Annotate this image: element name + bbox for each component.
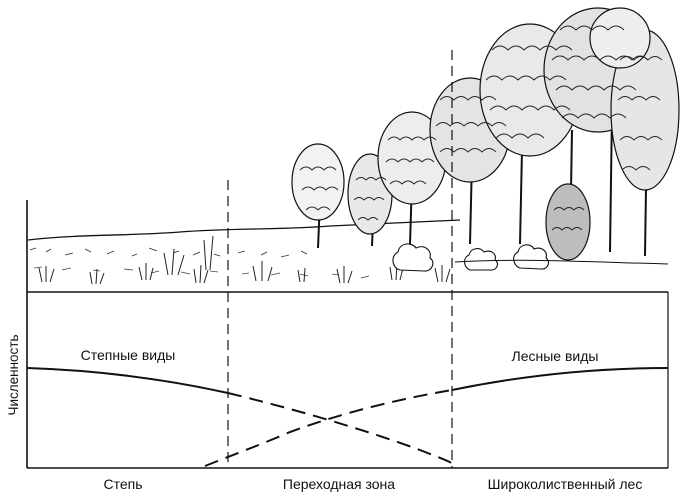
species-curves (26, 367, 669, 467)
tree-icon (291, 7, 680, 261)
grass-icon (38, 235, 451, 285)
steppe-curve-solid (26, 367, 229, 394)
y-axis-label: Численность (6, 334, 21, 415)
forest-species-label: Лесные виды (512, 348, 599, 364)
steppe-species-label: Степные виды (81, 347, 176, 363)
shrub-icon (392, 243, 550, 272)
steppe-curve-dashed (227, 392, 457, 467)
horizon-line (27, 219, 461, 241)
forest-curve-dashed (204, 389, 453, 467)
zone-label-transition: Переходная зона (283, 476, 395, 492)
zone-label-steppe: Степь (103, 476, 142, 492)
chart-frame (26, 50, 669, 469)
ground-texture-2 (33, 266, 370, 279)
ground-texture (29, 247, 308, 258)
zone-label-forest: Широколиственный лес (488, 476, 643, 492)
forest-ground-line (454, 259, 669, 265)
diagram-labels: Численность Степные виды Лесные виды Сте… (6, 334, 642, 492)
forest-curve-solid (451, 367, 669, 391)
landscape-illustration (27, 7, 680, 285)
